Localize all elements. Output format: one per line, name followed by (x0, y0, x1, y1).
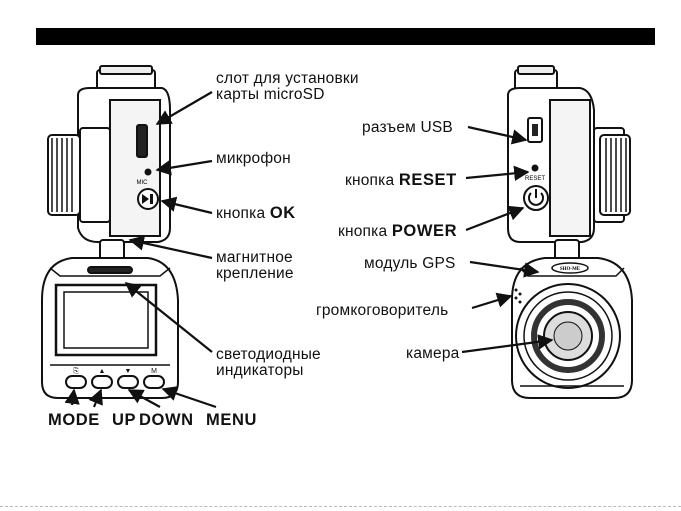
ok-label-key: OK (270, 204, 296, 222)
mount-label-line1: магнитное (216, 249, 293, 266)
led-label-line2: индикаторы (216, 362, 304, 379)
mic-label: микрофон (216, 150, 291, 167)
rear-view (42, 240, 178, 398)
sd-slot-label-line2: карты microSD (216, 86, 325, 103)
power-label: кнопка POWER (338, 223, 457, 240)
power-label-key: POWER (392, 222, 457, 240)
reset-marking: RESET (525, 176, 545, 182)
reset-label: кнопка RESET (345, 172, 457, 189)
power-label-prefix: кнопка (338, 223, 387, 240)
led-label-line1: светодиодные (216, 346, 321, 363)
mount-label-line2: крепление (216, 265, 294, 282)
bottom-divider (0, 506, 681, 507)
svg-text:⎘: ⎘ (73, 367, 79, 375)
down-button-label: DOWN (139, 412, 194, 429)
usb-label: разъем USB (362, 119, 453, 136)
ok-label: кнопка OK (216, 205, 296, 222)
speaker-label: громкоговоритель (316, 302, 448, 319)
side-view-left (48, 66, 170, 242)
menu-button-label: MENU (206, 412, 257, 429)
side-view-right (508, 66, 630, 242)
reset-label-key: RESET (399, 171, 457, 189)
reset-label-prefix: кнопка (345, 172, 394, 189)
mic-marking: MIC (137, 180, 149, 186)
ok-label-prefix: кнопка (216, 205, 265, 222)
sd-slot-label-line1: слот для установки (216, 70, 359, 87)
mode-button-label: MODE (48, 412, 100, 429)
gps-label: модуль GPS (364, 255, 456, 272)
up-button-label: UP (112, 412, 136, 429)
svg-text:M: M (151, 368, 157, 375)
front-view (512, 240, 632, 398)
brand-marking: SHO-ME (560, 267, 581, 272)
svg-text:▼: ▼ (125, 368, 132, 375)
svg-text:▲: ▲ (99, 368, 106, 375)
camera-label: камера (406, 345, 459, 362)
